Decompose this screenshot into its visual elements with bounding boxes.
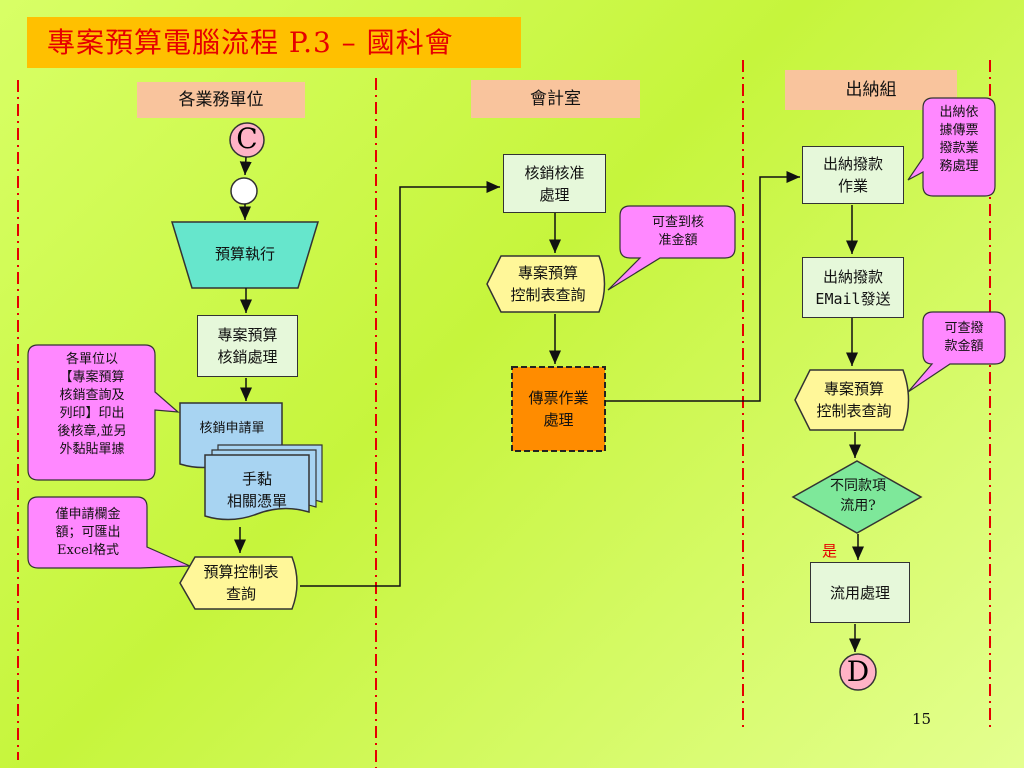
diff-item-line1: 不同款項	[830, 478, 886, 494]
callout-units-print-shape	[27, 344, 180, 481]
query-accounting-line1: 專案預算	[517, 264, 578, 282]
callout-cashier-basis-line3: 撥款業	[939, 141, 979, 156]
writeoff-proc-line2: 核銷處理	[217, 348, 278, 366]
diff-item-shape	[791, 460, 923, 534]
callout-accounting-amount-shape	[607, 205, 736, 291]
pay-email-line2: EMail發送	[815, 289, 891, 308]
arrow-c-to-circle	[239, 156, 252, 176]
callout-units-excel-line3: Excel格式	[57, 543, 119, 558]
query-cashier-line2: 控制表查詢	[816, 402, 892, 420]
voucher-proc-label: 傳票作業 處理	[512, 387, 605, 431]
writeoff-proc-box: 專案預算 核銷處理	[197, 315, 298, 377]
receipts-line2: 相關憑單	[226, 492, 287, 510]
callout-units-excel-line1: 僅申請欄金	[55, 507, 121, 522]
writeoff-proc-line1: 專案預算	[217, 326, 278, 344]
transfer-proc-label: 流用處理	[829, 583, 890, 602]
connector-d-circle	[839, 653, 877, 691]
budget-exec-label: 預算執行	[214, 245, 275, 263]
budget-query-units-line1: 預算控制表	[203, 563, 279, 581]
page-number: 15	[912, 710, 932, 728]
writeoff-form-label: 核銷申請單	[199, 421, 265, 436]
query-accounting-shape	[486, 255, 606, 313]
query-cashier-shape	[794, 369, 910, 431]
callout-units-print-line6: 外黏貼單據	[59, 442, 125, 457]
callout-cashier-basis: 出納依 據傳票 撥款業 務處理	[925, 104, 993, 176]
callout-units-print-line1: 各單位以	[65, 352, 118, 367]
budget-query-units-line2: 查詢	[225, 585, 256, 603]
verify-approve-box: 核銷核准 處理	[503, 154, 606, 213]
verify-approve-line2: 處理	[539, 185, 570, 204]
voucher-proc-shape	[511, 366, 606, 452]
callout-cashier-basis-line2: 據傳票	[939, 123, 979, 138]
callout-cashier-amount: 可查撥 款金額	[925, 320, 1003, 356]
transfer-proc-box: 流用處理	[810, 562, 910, 623]
diff-item-line2: 流用?	[840, 498, 876, 514]
arrow-units-to-accounting	[300, 181, 500, 587]
pay-work-line1: 出納撥款	[822, 155, 883, 173]
connector-d-label: D	[846, 655, 870, 688]
callout-units-excel: 僅申請欄金 額；可匯出 Excel格式	[30, 506, 146, 560]
callout-accounting-amount-line2: 准金額	[658, 233, 698, 248]
callout-units-excel-shape	[27, 496, 191, 569]
pay-work-box: 出納撥款 作業	[802, 146, 904, 204]
callout-accounting-amount-line1: 可查到核	[651, 215, 704, 230]
callout-units-excel-line2: 額；可匯出	[55, 525, 121, 540]
connector-c-circle	[229, 122, 265, 158]
voucher-proc-line1: 傳票作業	[528, 389, 589, 407]
callout-units-print: 各單位以 【專案預算 核銷查詢及 列印】印出 後核章,並另 外黏貼單據	[30, 351, 154, 459]
budget-query-units-label: 預算控制表 查詢	[185, 561, 297, 605]
callout-units-print-line5: 後核章,並另	[57, 424, 127, 439]
query-accounting-label: 專案預算 控制表查詢	[490, 262, 606, 306]
callout-accounting-amount: 可查到核 准金額	[622, 214, 734, 250]
start-circle	[230, 177, 258, 205]
voucher-proc-line2: 處理	[543, 411, 574, 429]
callout-cashier-amount-line1: 可查撥	[944, 321, 984, 336]
callout-units-print-line4: 列印】印出	[59, 406, 125, 421]
budget-query-units-shape	[179, 556, 298, 610]
connector-c-label: C	[236, 122, 258, 155]
query-cashier-label: 專案預算 控制表查詢	[798, 378, 910, 422]
lane-header-accounting: 會計室	[471, 80, 640, 118]
arrow-accounting-to-cashier	[605, 171, 800, 402]
query-accounting-line2: 控制表查詢	[510, 286, 586, 304]
callout-cashier-amount-line2: 款金額	[944, 339, 984, 354]
budget-exec-shape	[170, 221, 320, 289]
pay-email-box: 出納撥款 EMail發送	[802, 257, 904, 318]
callout-units-print-line2: 【專案預算	[59, 370, 125, 385]
pay-email-line1: 出納撥款	[822, 267, 883, 286]
yes-label: 是	[822, 542, 838, 560]
query-cashier-line1: 專案預算	[823, 380, 884, 398]
receipts-label: 手黏 相關憑單	[205, 468, 309, 512]
pay-work-line2: 作業	[837, 177, 868, 195]
callout-cashier-basis-line4: 務處理	[939, 159, 979, 174]
receipts-line1: 手黏	[241, 470, 272, 488]
callout-cashier-amount-shape	[907, 311, 1006, 393]
callout-cashier-basis-line1: 出納依	[939, 105, 979, 120]
page-title: 專案預算電腦流程 P.3 – 國科會	[27, 17, 521, 68]
receipts-shape	[204, 454, 310, 521]
verify-approve-line1: 核銷核准	[524, 163, 585, 182]
diff-item-label: 不同款項 流用?	[803, 476, 913, 516]
callout-units-print-line3: 核銷查詢及	[59, 388, 125, 403]
callout-cashier-basis-shape	[907, 97, 996, 197]
lane-header-units: 各業務單位	[137, 82, 305, 118]
